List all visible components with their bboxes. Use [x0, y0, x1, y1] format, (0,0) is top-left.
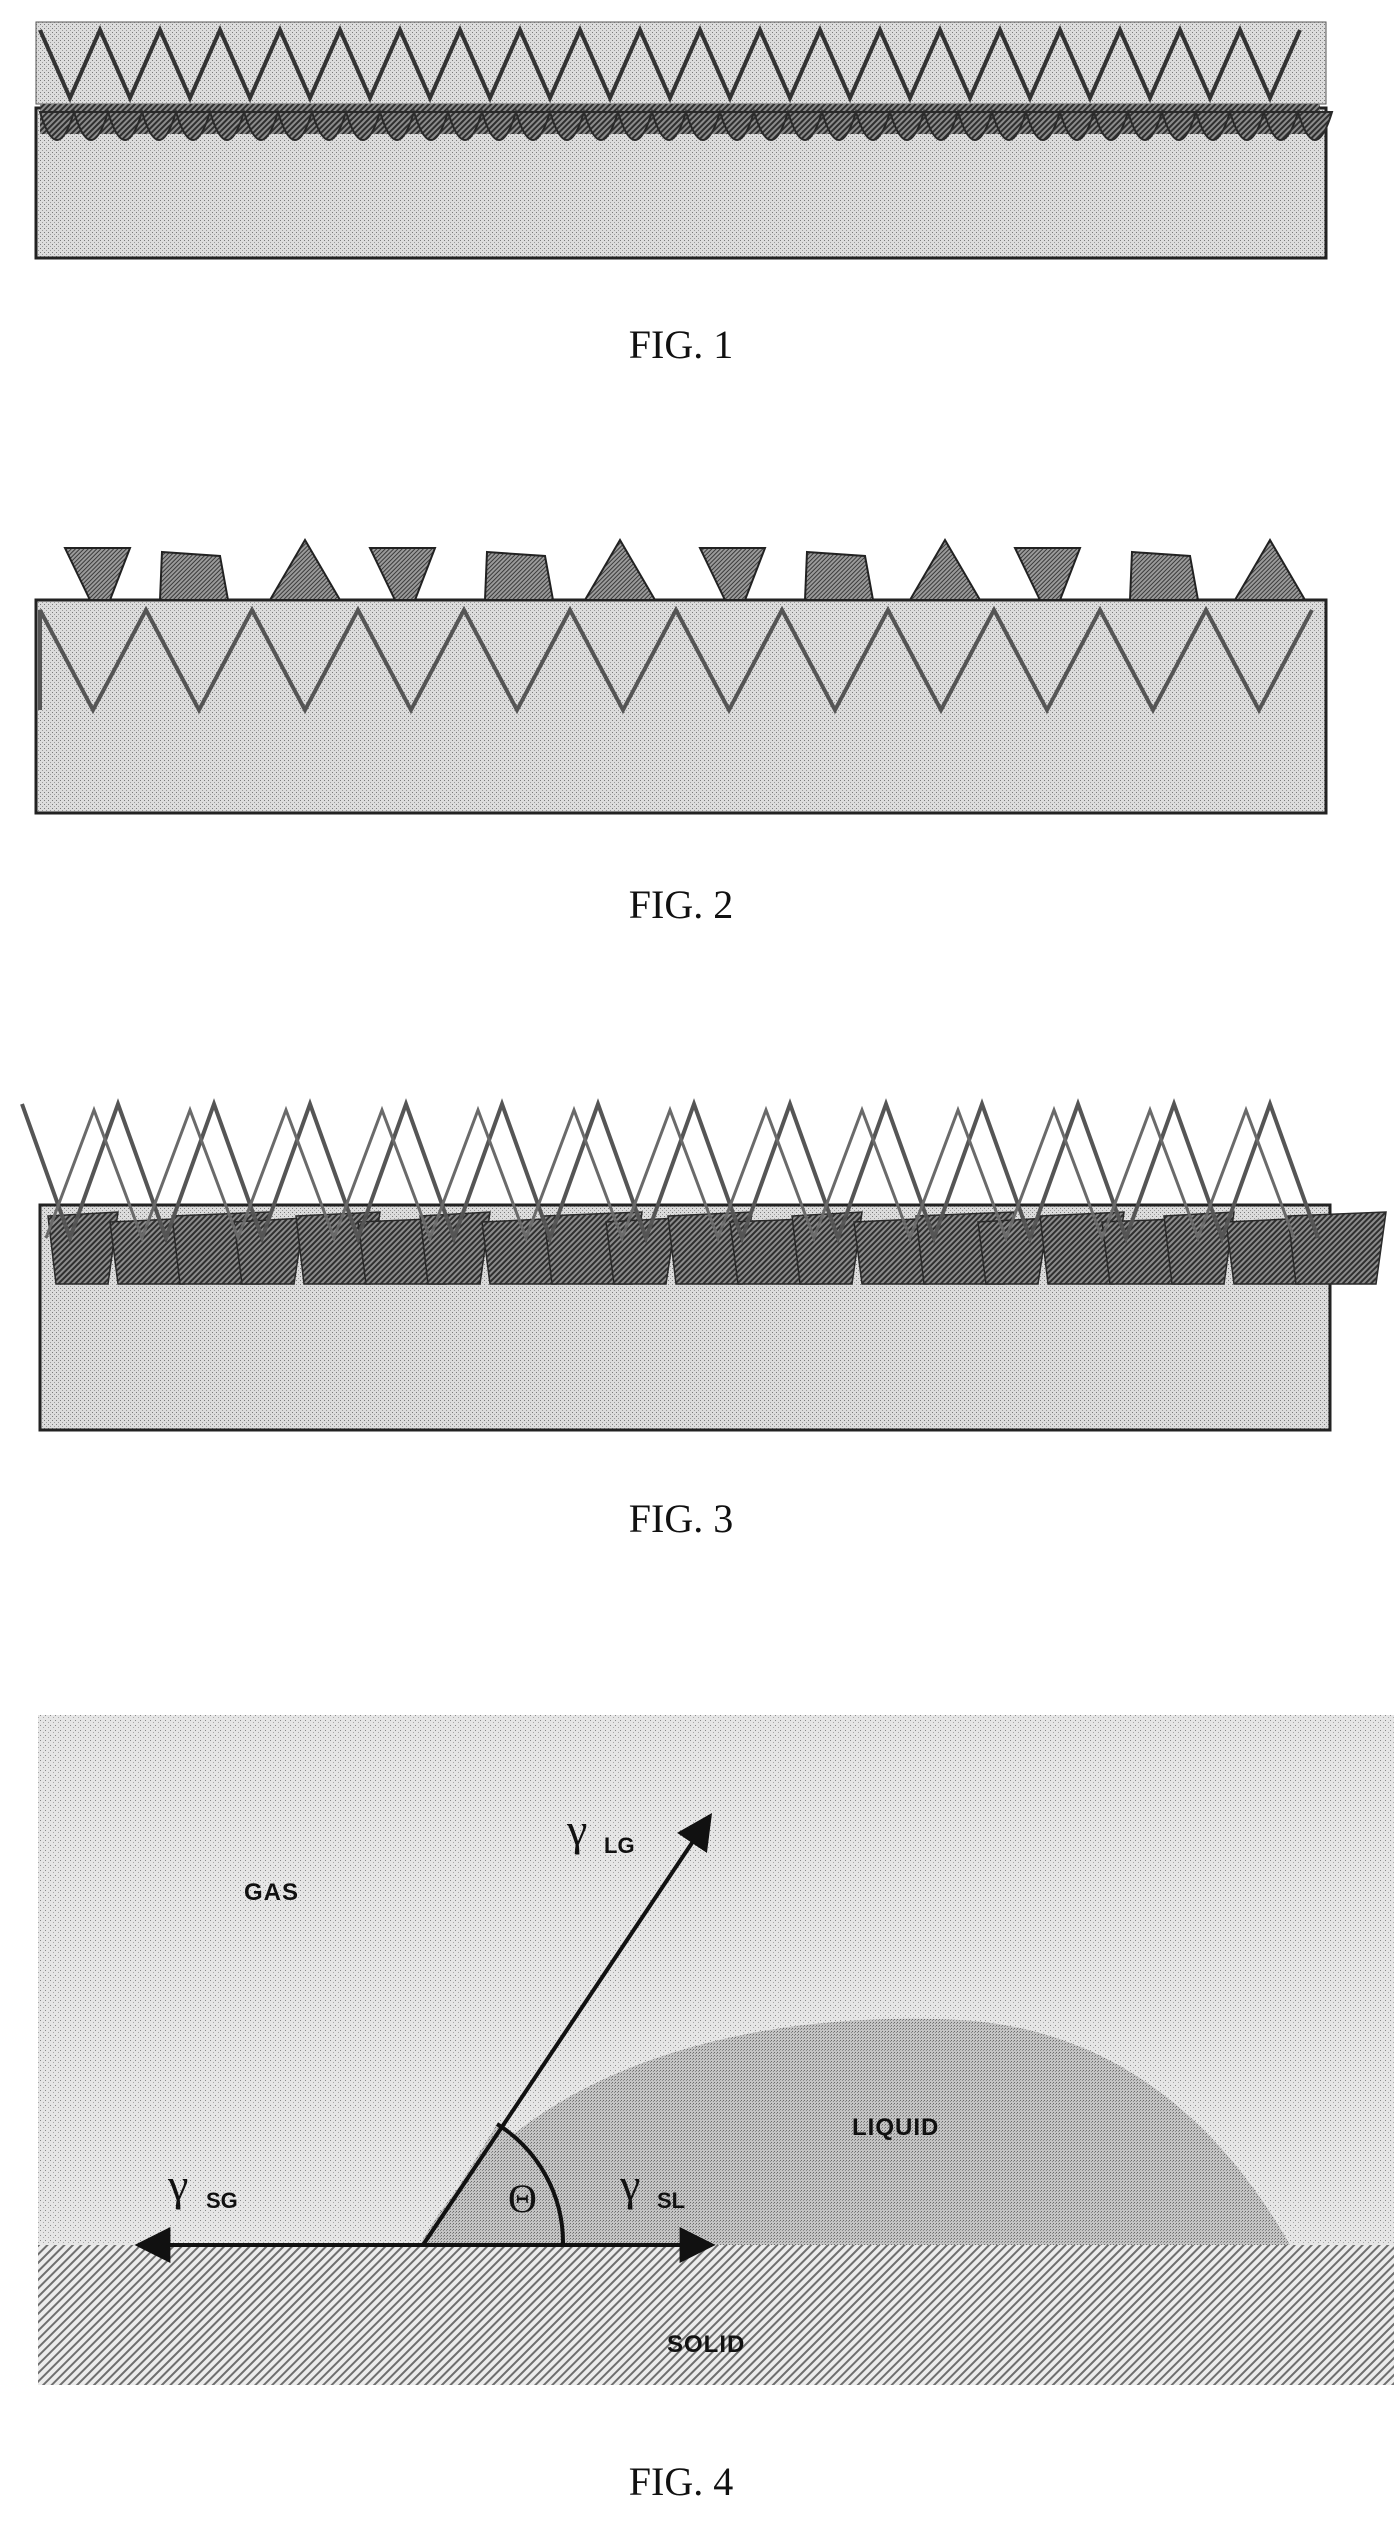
fig3-caption: FIG. 3 [629, 1496, 733, 1541]
fig2-surface-particle [160, 552, 228, 600]
fig3-particle [978, 1218, 1048, 1284]
fig3-particle [1164, 1212, 1234, 1284]
fig2-caption: FIG. 2 [629, 882, 733, 927]
figure-1-diagram: FIG. 1 [36, 22, 1332, 367]
fig2-surface-particle [1130, 552, 1198, 600]
fig3-particle [792, 1212, 862, 1284]
fig2-surface-particle [485, 552, 553, 600]
figure-2-diagram: FIG. 2 [36, 540, 1326, 927]
fig4-gas-label: GAS [244, 1879, 299, 1906]
fig2-substrate [36, 600, 1326, 813]
fig4-gamma-sl-subscript: SL [657, 2188, 685, 2213]
fig2-surface-particle [1015, 548, 1080, 600]
fig4-theta-symbol: Θ [508, 2176, 537, 2221]
fig3-particle [1288, 1212, 1386, 1284]
fig2-surface-particle [700, 548, 765, 600]
fig4-gamma-sg-subscript: SG [206, 2188, 238, 2213]
fig4-gamma-lg-subscript: LG [604, 1833, 635, 1858]
fig4-liquid-label: LIQUID [852, 2114, 939, 2141]
fig3-particle [420, 1212, 490, 1284]
fig4-solid-region [38, 2245, 1394, 2385]
fig4-gamma-lg-symbol: γ [566, 1804, 587, 1855]
fig3-composite-particle-layer [48, 1212, 1386, 1284]
fig3-particle [234, 1218, 304, 1284]
fig4-solid-label: SOLID [667, 2331, 745, 2358]
figure-4-contact-angle-diagram: GAS LIQUID SOLID Θ γ LG γ SG γ SL FIG. 4 [38, 1715, 1394, 2504]
fig2-surface-particle [1235, 540, 1305, 600]
fig3-particle [48, 1212, 118, 1284]
figure-3-diagram: FIG. 3 [22, 1104, 1386, 1541]
fig2-surface-particle [65, 548, 130, 600]
fig4-gamma-sg-symbol: γ [167, 2159, 188, 2210]
fig2-surface-particle [370, 548, 435, 600]
fig4-gamma-sl-symbol: γ [619, 2159, 640, 2210]
fig2-surface-particle [270, 540, 340, 600]
fig4-caption: FIG. 4 [629, 2459, 733, 2504]
fig2-surface-particles [65, 540, 1305, 600]
fig2-surface-particle [585, 540, 655, 600]
fig2-surface-particle [805, 552, 873, 600]
fig2-surface-particle [910, 540, 980, 600]
fig1-caption: FIG. 1 [629, 322, 733, 367]
